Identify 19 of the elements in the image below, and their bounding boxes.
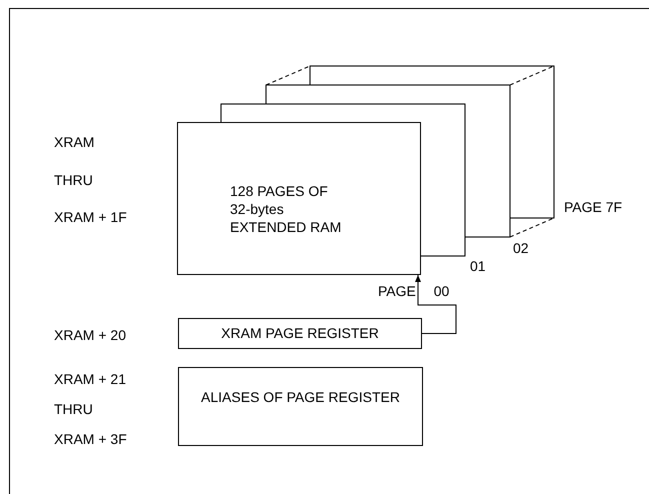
- address-label: THRU: [54, 400, 93, 419]
- address-label: XRAM + 3F: [54, 430, 127, 449]
- arrow: [415, 274, 456, 334]
- address-label: THRU: [54, 171, 93, 190]
- address-label: XRAM + 21: [54, 370, 126, 389]
- dashed-line: [266, 66, 310, 86]
- memory-box: [177, 122, 421, 275]
- box-text: XRAM PAGE REGISTER: [220, 324, 380, 343]
- memory-box: [178, 318, 422, 349]
- dashed-line: [510, 66, 554, 86]
- address-label: XRAM + 1F: [54, 208, 127, 227]
- page-outline: [310, 66, 554, 218]
- box-text: ALIASES OF PAGE REGISTER: [200, 388, 401, 406]
- page-outline: [220, 104, 466, 256]
- address-label: XRAM + 20: [54, 326, 126, 345]
- dashed-line: [510, 218, 554, 238]
- memory-box: [178, 367, 423, 446]
- address-label: XRAM: [54, 133, 94, 152]
- box-text: 128 PAGES OF 32-bytes EXTENDED RAM: [230, 182, 342, 236]
